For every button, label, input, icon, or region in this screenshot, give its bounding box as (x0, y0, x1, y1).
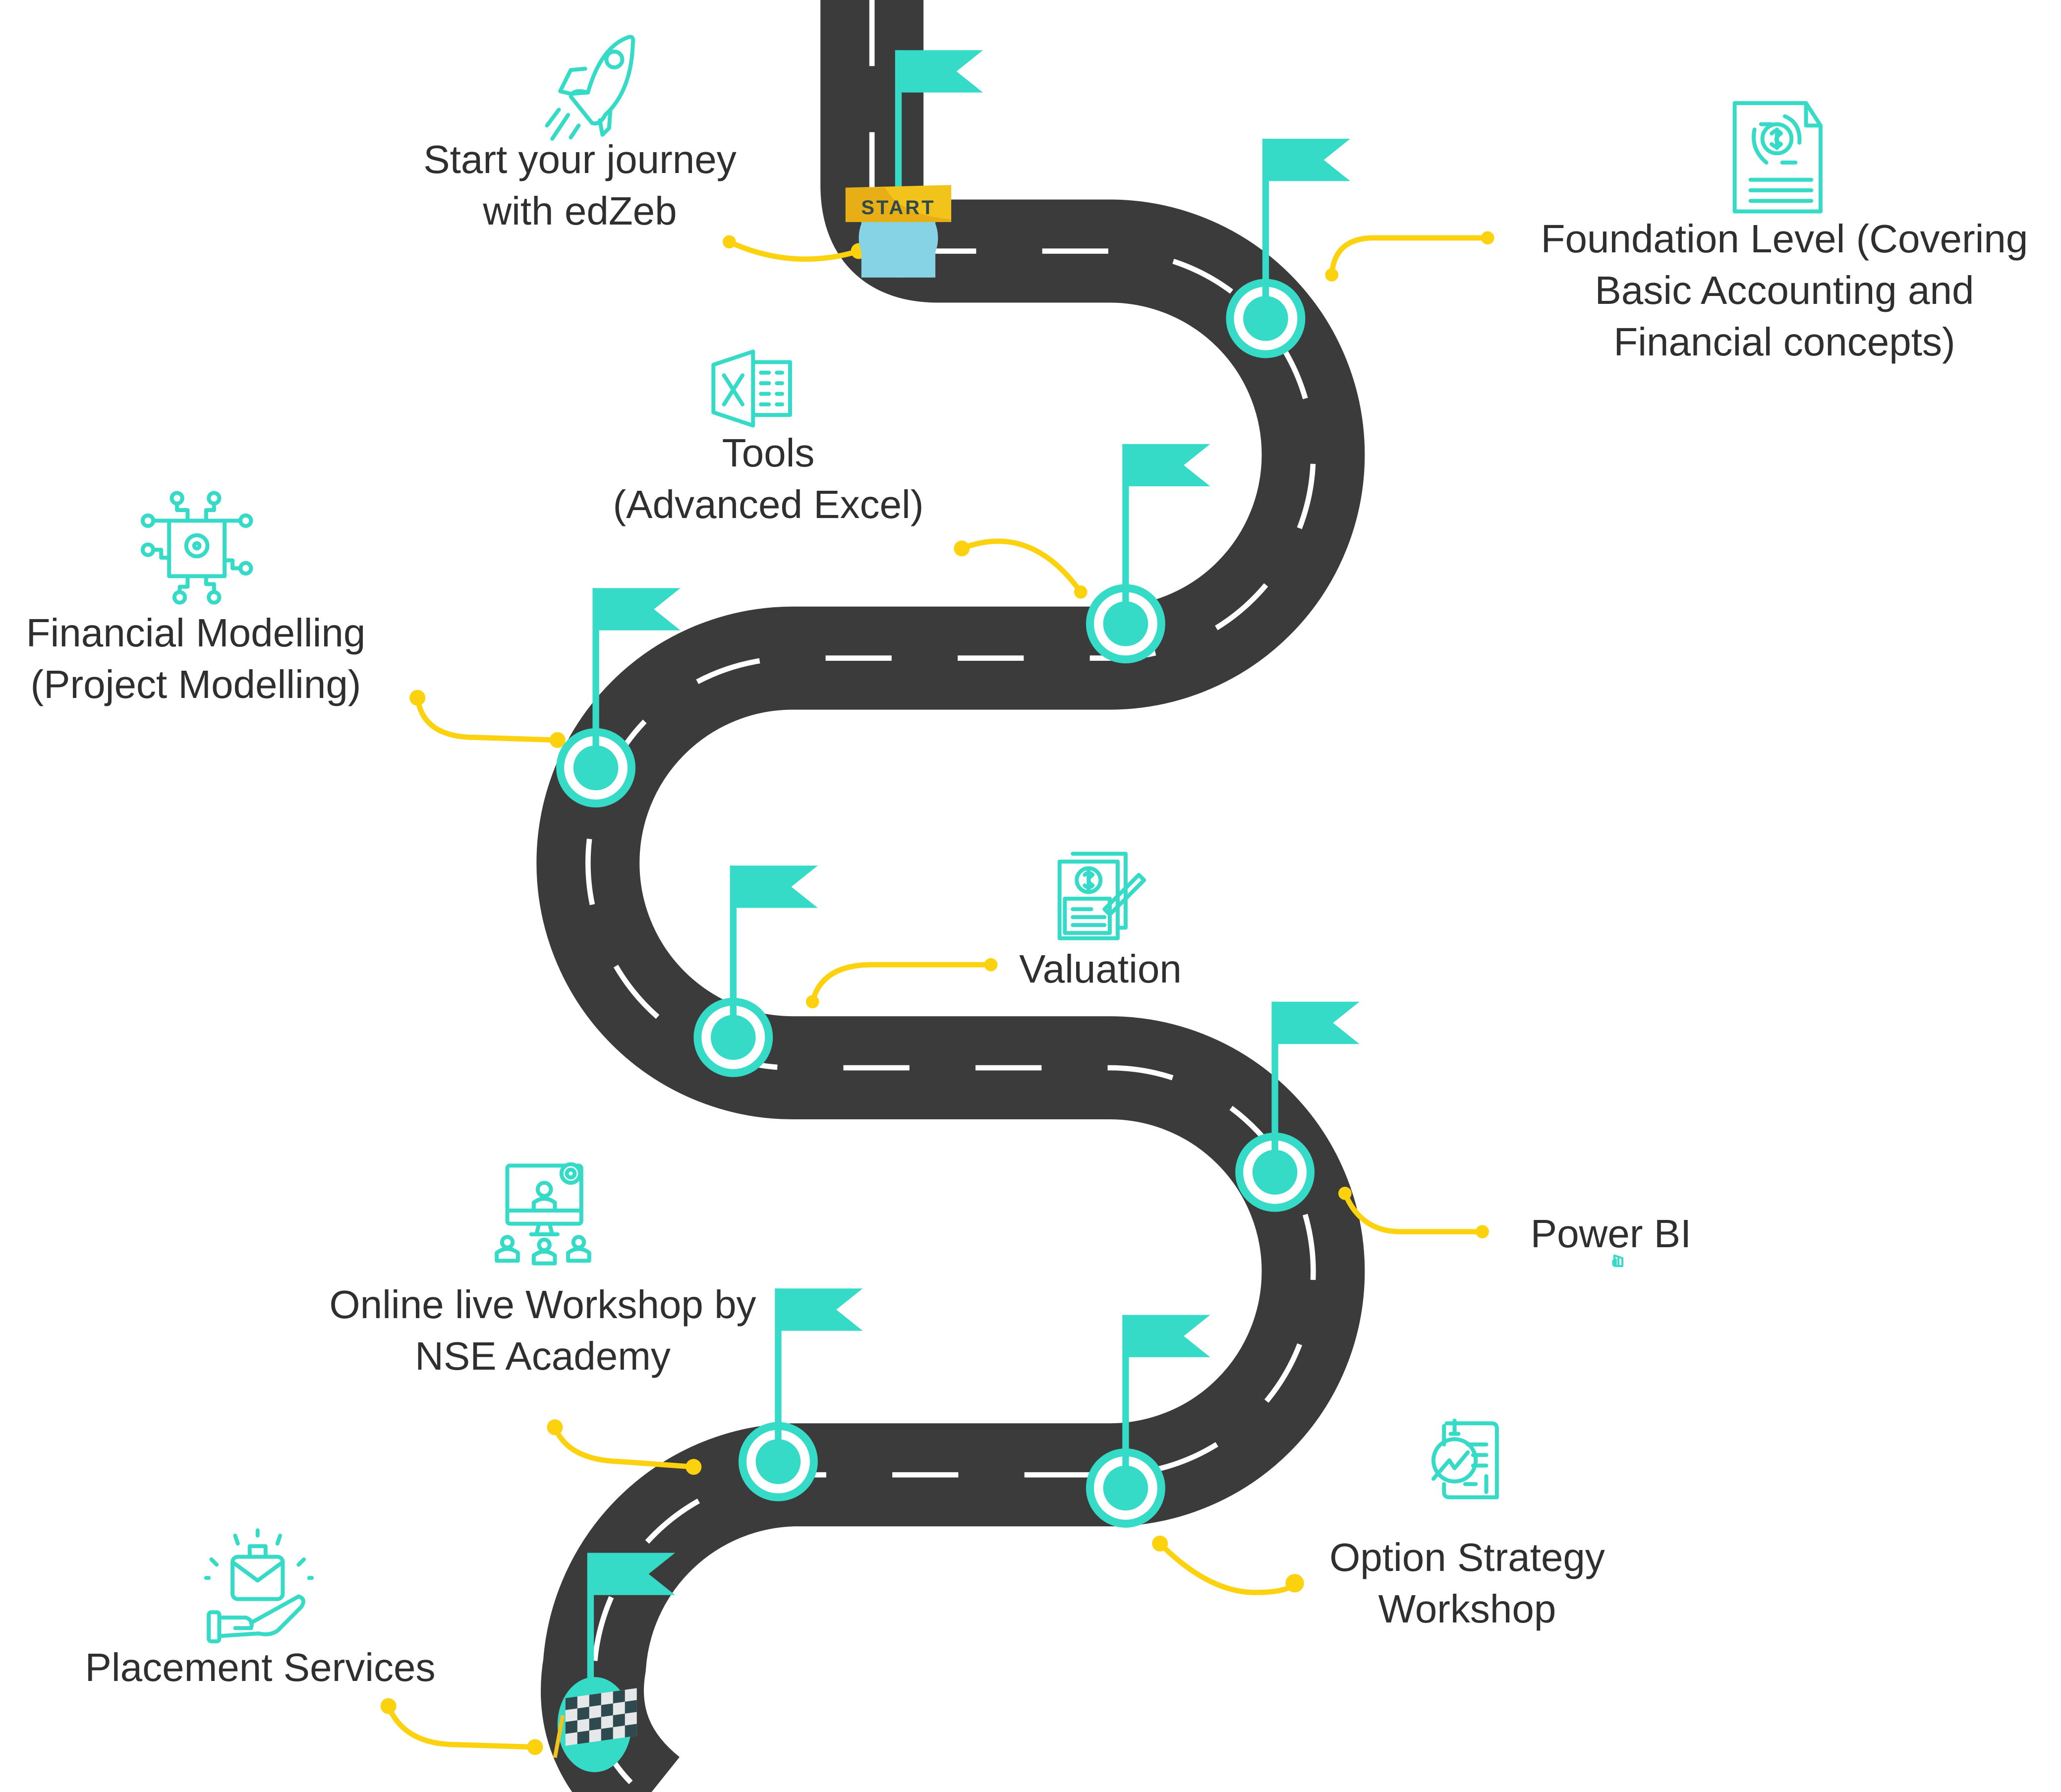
connector-option-strategy (1152, 1535, 1304, 1595)
flag-pole-stem (775, 1422, 782, 1441)
flag-icon (587, 1553, 676, 1595)
connectors (380, 231, 1494, 1755)
connector-valuation (805, 958, 998, 1009)
flag-pole (1262, 138, 1269, 319)
flag-pole-stem (592, 728, 599, 747)
road-surface (536, 0, 1365, 1792)
road (536, 0, 1365, 1792)
flag-pole-stem (1122, 1448, 1129, 1467)
milestone-label-financial-modelling: Financial Modelling (Project Modelling) (26, 611, 366, 706)
circuit-gear-icon (140, 491, 253, 605)
flag-icon (592, 588, 681, 631)
flag-pole (1271, 1001, 1278, 1172)
flag-icon (775, 1288, 863, 1331)
milestone-markers (556, 50, 1360, 1705)
flag-icon (1271, 1001, 1360, 1044)
flag-icon (1122, 444, 1210, 487)
milestone-dot (1243, 296, 1288, 341)
lane-markings (585, 0, 1316, 1792)
option-strategy-icon (1431, 1418, 1499, 1500)
flag-pole (775, 1288, 782, 1462)
flag-pole-stem (1262, 279, 1269, 297)
milestone-marker-option-strategy (1086, 1315, 1210, 1528)
milestone-label-valuation: Valuation (1019, 947, 1182, 991)
flag-pole (587, 1553, 594, 1705)
connector-financial-modelling (409, 690, 566, 748)
milestone-dot (755, 1439, 801, 1484)
flag-icon (1262, 138, 1351, 181)
milestone-label-foundation: Foundation Level (Covering Basic Account… (1541, 217, 2028, 364)
connector-tools (954, 538, 1088, 599)
milestone-marker-valuation (693, 866, 818, 1077)
milestone-marker-foundation (1226, 138, 1351, 358)
milestone-dot (1103, 1465, 1148, 1511)
power-bi-icon (1612, 1254, 1624, 1267)
milestone-marker-nse-workshop (738, 1288, 863, 1502)
flag-pole-stem (730, 997, 737, 1017)
milestone-marker-power-bi (1235, 1001, 1360, 1212)
milestone-marker-tools (1086, 444, 1210, 664)
rocket-icon (545, 35, 635, 141)
flag-pole (895, 50, 902, 231)
milestone-label-nse-workshop: Online live Workshop by NSE Academy (329, 1282, 756, 1378)
placement-briefcase-icon (204, 1528, 314, 1644)
flag-pole (730, 866, 737, 1038)
finance-document-icon (1732, 101, 1823, 214)
flag-pole (592, 588, 599, 768)
milestone-dot (1103, 601, 1148, 646)
milestone-marker-placement (587, 1553, 676, 1705)
finish-checkered-flag-icon (553, 1677, 637, 1773)
start-badge-label: START (861, 197, 935, 219)
milestone-dot (710, 1015, 756, 1060)
milestone-label-option-strategy: Option Strategy Workshop (1329, 1535, 1605, 1631)
connector-power-bi (1338, 1187, 1489, 1238)
milestone-marker-financial-modelling (556, 588, 681, 808)
flag-icon (895, 50, 983, 93)
valuation-document-icon (1057, 852, 1146, 940)
online-workshop-icon (495, 1162, 591, 1266)
milestone-label-placement: Placement Services (85, 1645, 436, 1689)
start-badge: START (845, 185, 952, 278)
milestone-label-tools: Tools (Advanced Excel) (613, 431, 924, 526)
flag-icon (1122, 1315, 1210, 1357)
flag-icon (730, 866, 818, 908)
flag-pole-stem (1122, 584, 1129, 603)
milestone-dot (573, 745, 619, 791)
flag-pole (1122, 1315, 1129, 1488)
connector-foundation (1325, 231, 1494, 282)
milestone-marker-start (895, 50, 983, 231)
milestone-label-start: Start your journey with edZeb (423, 137, 737, 233)
milestone-label-power-bi: Power BI (1530, 1212, 1692, 1256)
milestone-dot (1252, 1150, 1298, 1195)
flag-pole-stem (1271, 1132, 1278, 1152)
connector-placement (380, 1698, 543, 1755)
flag-pole (1122, 444, 1129, 624)
connector-nse-workshop (547, 1419, 702, 1475)
excel-icon (711, 349, 792, 428)
